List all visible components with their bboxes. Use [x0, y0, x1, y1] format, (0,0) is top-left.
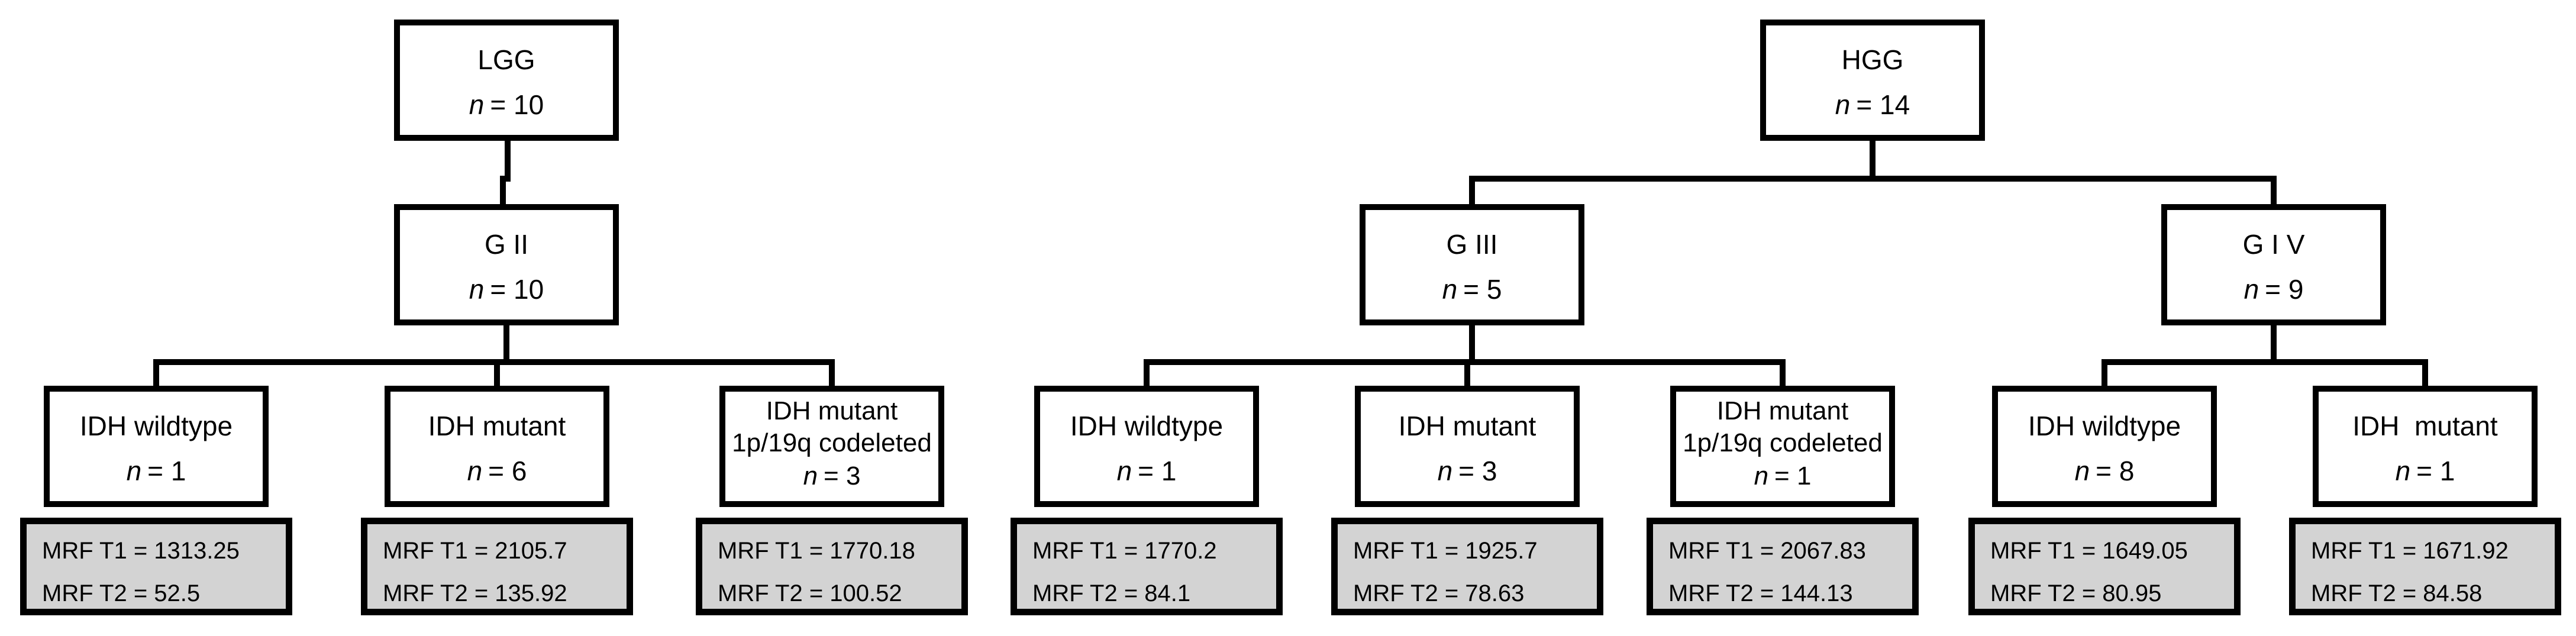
node-count: n= 1: [1116, 456, 1177, 486]
node-count: n= 8: [2074, 456, 2135, 486]
connector-drop-g3: [1469, 178, 1475, 204]
node-label: IDH wildtype: [79, 411, 233, 441]
leaf-g3-idh-mutant: IDH mutant n= 3: [1355, 386, 1580, 507]
node-grade-2: G II n= 10: [394, 204, 619, 325]
mrf-t2-value: MRF T2 = 84.1: [1032, 580, 1191, 606]
connector-drop-leaf6: [1780, 361, 1786, 386]
node-count: n= 5: [1442, 274, 1502, 305]
connector-g2-riser: [503, 325, 509, 362]
connector-g3-riser: [1469, 325, 1475, 362]
mrf-t1-value: MRF T1 = 1313.25: [42, 538, 240, 564]
mrf-t2-value: MRF T2 = 84.58: [2311, 580, 2483, 606]
node-count: n= 10: [469, 89, 544, 120]
leaf-g2-idh-mutant-codeleted: IDH mutant 1p/19q codeleted n= 3: [719, 386, 944, 507]
mrf-t1-value: MRF T1 = 1770.18: [718, 538, 915, 564]
node-label: IDH mutant: [428, 411, 566, 441]
leaf-g4-idh-wildtype: IDH wildtype n= 8: [1992, 386, 2217, 507]
node-hgg: HGG n= 14: [1760, 20, 1985, 141]
mrf-t2-value: MRF T2 = 144.13: [1668, 580, 1853, 606]
node-label: LGG: [477, 44, 535, 75]
leaf-g3-idh-mutant-codeleted: IDH mutant 1p/19q codeleted n= 1: [1670, 386, 1895, 507]
node-label: IDH mutant: [1716, 396, 1849, 425]
connector-drop-leaf5: [1464, 361, 1470, 386]
node-label-line2: 1p/19q codeleted: [1683, 428, 1883, 457]
connector-drop-leaf7: [2102, 361, 2107, 386]
connector-drop-g4: [2271, 178, 2277, 204]
mrf-box-g2-idh-wildtype: MRF T1 = 1313.25 MRF T2 = 52.5: [20, 518, 292, 615]
node-count: n= 1: [126, 456, 186, 486]
connector-drop-leaf8: [2422, 361, 2428, 386]
connector-hgg-branch: [1469, 176, 2277, 182]
node-count: n= 6: [467, 456, 527, 486]
node-count: n= 9: [2243, 274, 2304, 305]
node-count: n= 3: [803, 461, 861, 490]
mrf-t2-value: MRF T2 = 52.5: [42, 580, 201, 606]
node-count: n= 3: [1437, 456, 1497, 486]
node-label-line2: 1p/19q codeleted: [732, 428, 932, 457]
mrf-t1-value: MRF T1 = 1770.2: [1032, 538, 1217, 564]
mrf-box-g2-idh-mutant-codeleted: MRF T1 = 1770.18 MRF T2 = 100.52: [696, 518, 968, 615]
node-label: IDH mutant: [2352, 411, 2498, 441]
mrf-box-g4-idh-wildtype: MRF T1 = 1649.05 MRF T2 = 80.95: [1968, 518, 2241, 615]
mrf-box-g3-idh-wildtype: MRF T1 = 1770.2 MRF T2 = 84.1: [1011, 518, 1283, 615]
mrf-box-g3-idh-mutant: MRF T1 = 1925.7 MRF T2 = 78.63: [1331, 518, 1603, 615]
node-count: n= 1: [1754, 461, 1812, 490]
mrf-box-g4-idh-mutant: MRF T1 = 1671.92 MRF T2 = 84.58: [2289, 518, 2561, 615]
mrf-t1-value: MRF T1 = 1649.05: [1990, 538, 2188, 564]
node-label: IDH mutant: [766, 396, 898, 425]
mrf-box-g2-idh-mutant: MRF T1 = 2105.7 MRF T2 = 135.92: [361, 518, 633, 615]
node-grade-4: G I V n= 9: [2161, 204, 2386, 325]
mrf-t2-value: MRF T2 = 135.92: [383, 580, 567, 606]
leaf-g4-idh-mutant: IDH mutant n= 1: [2313, 386, 2538, 507]
node-label: IDH wildtype: [2028, 411, 2181, 441]
leaf-g2-idh-wildtype: IDH wildtype n= 1: [44, 386, 269, 507]
node-label: G I V: [2242, 229, 2305, 260]
mrf-t2-value: MRF T2 = 80.95: [1990, 580, 2162, 606]
connector-hgg-riser: [1870, 141, 1875, 179]
leaf-g3-idh-wildtype: IDH wildtype n= 1: [1034, 386, 1259, 507]
mrf-box-g3-idh-mutant-codeleted: MRF T1 = 2067.83 MRF T2 = 144.13: [1647, 518, 1919, 615]
node-count: n= 10: [469, 274, 544, 305]
node-label: IDH wildtype: [1070, 411, 1224, 441]
node-label: G III: [1446, 229, 1498, 260]
connector-drop-leaf4: [1144, 361, 1150, 386]
mrf-t2-value: MRF T2 = 100.52: [718, 580, 902, 606]
mrf-t1-value: MRF T1 = 1671.92: [2311, 538, 2509, 564]
mrf-t2-value: MRF T2 = 78.63: [1353, 580, 1525, 606]
connector-g4-riser: [2271, 325, 2277, 362]
node-label: IDH mutant: [1398, 411, 1536, 441]
node-label: G II: [484, 229, 529, 260]
connector-lgg-g2-upper: [505, 141, 511, 182]
connector-lgg-g2-lower: [500, 176, 506, 204]
mrf-t1-value: MRF T1 = 1925.7: [1353, 538, 1538, 564]
connector-drop-leaf1: [153, 361, 159, 386]
connector-drop-leaf2: [494, 361, 500, 386]
node-grade-3: G III n= 5: [1360, 204, 1584, 325]
node-count: n= 14: [1835, 89, 1910, 120]
node-lgg: LGG n= 10: [394, 20, 619, 141]
node-count: n= 1: [2395, 456, 2455, 486]
connector-drop-leaf3: [829, 361, 835, 386]
node-label: HGG: [1841, 44, 1904, 75]
mrf-t1-value: MRF T1 = 2105.7: [383, 538, 567, 564]
connector-g4-branch: [2102, 359, 2428, 365]
leaf-g2-idh-mutant: IDH mutant n= 6: [385, 386, 609, 507]
mrf-t1-value: MRF T1 = 2067.83: [1668, 538, 1866, 564]
